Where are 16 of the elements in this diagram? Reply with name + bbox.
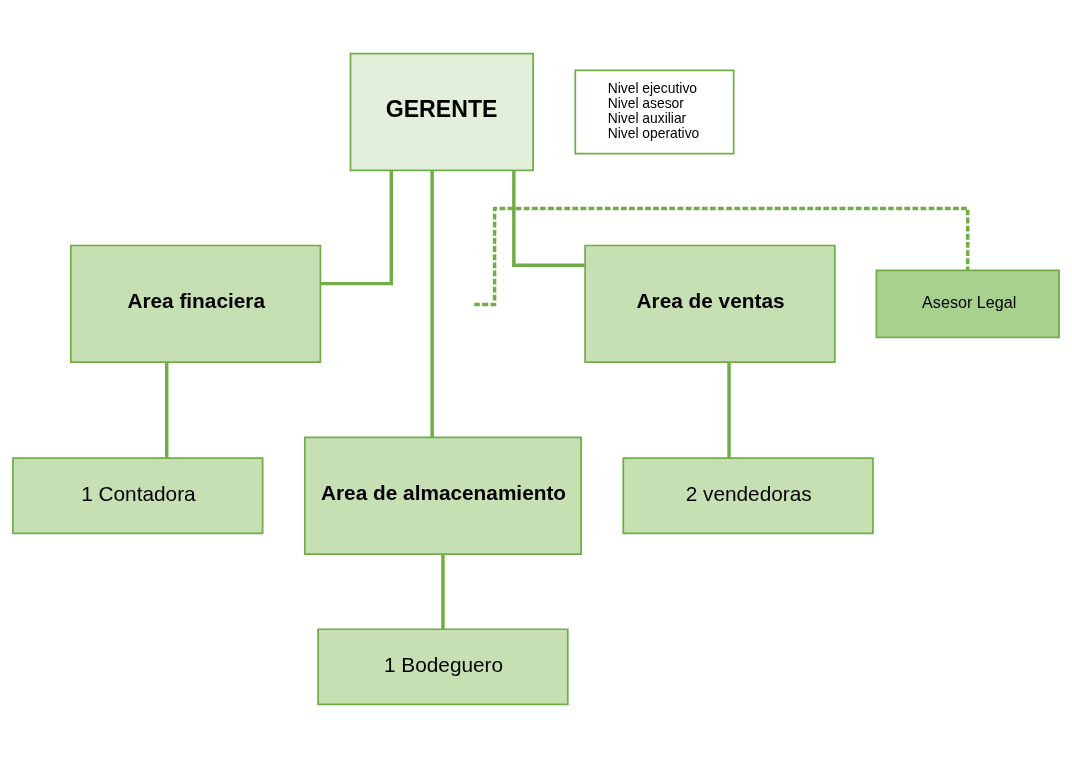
node-box: 1 Bodeguero	[317, 628, 569, 706]
connector	[441, 554, 445, 630]
connector	[727, 362, 731, 459]
node-box: 2 vendedoras	[622, 457, 874, 535]
node-box: Area de almacenamiento	[303, 436, 582, 555]
node-box: 1 Contadora	[12, 457, 264, 535]
connector	[320, 170, 394, 286]
node-box: Asesor Legal	[875, 269, 1060, 339]
connector	[430, 170, 434, 438]
node-box: GERENTE	[349, 52, 534, 172]
node-box: Area de ventas	[584, 244, 836, 364]
connector	[474, 206, 970, 307]
node-box: Nivel ejecutivo Nivel asesor Nivel auxiliar Nivel operativo	[574, 69, 735, 155]
connector	[512, 170, 585, 267]
connector	[164, 362, 169, 459]
node-box: Area finaciera	[69, 244, 322, 364]
